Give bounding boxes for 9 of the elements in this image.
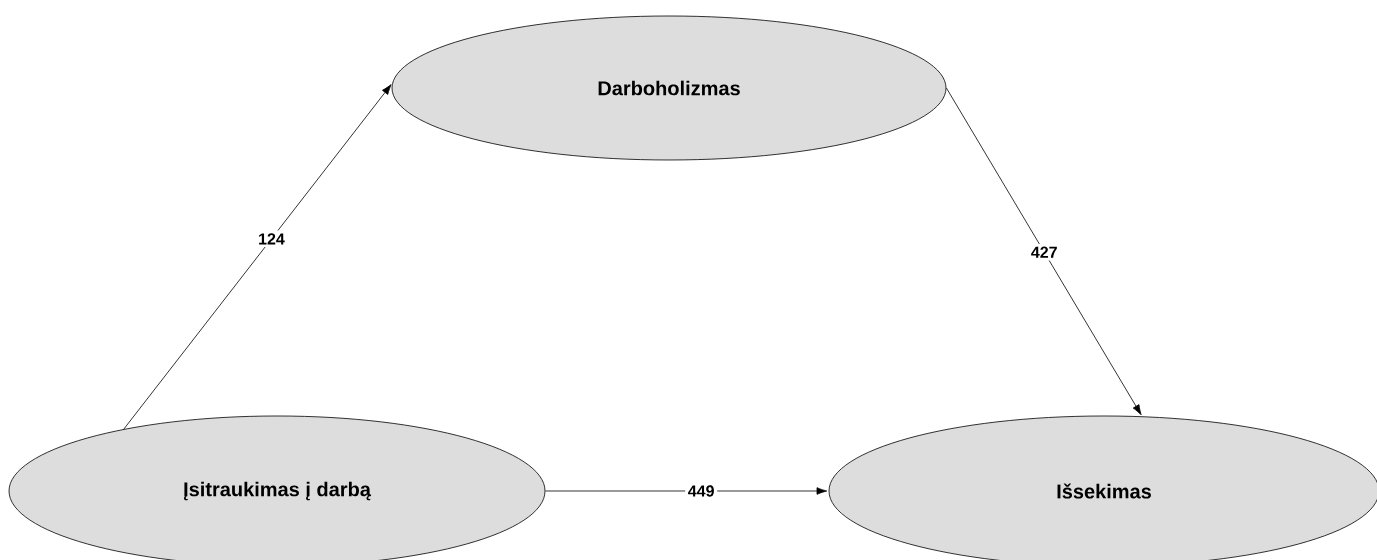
ellipse-node: Įsitraukimas į darbą (8, 415, 546, 560)
edge-label: 449 (685, 482, 718, 500)
edge-label: 427 (1028, 243, 1061, 261)
edge-label: 124 (255, 230, 288, 248)
arrow (123, 84, 392, 430)
arrow (545, 487, 828, 495)
arrow (946, 87, 1142, 416)
ellipse-node: Išsekimas (828, 415, 1377, 560)
ellipse-node: Darboholizmas (391, 15, 947, 161)
